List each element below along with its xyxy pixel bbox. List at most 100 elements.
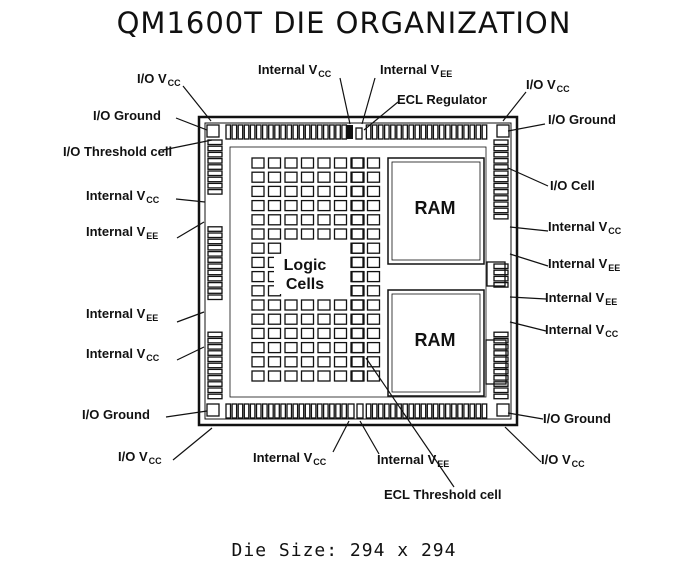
label-internal-vcc-left-2: Internal VCC: [86, 346, 160, 363]
io-pad: [493, 201, 509, 208]
leader-line: [332, 420, 350, 453]
leader-line: [172, 427, 213, 461]
io-pad: [426, 124, 433, 140]
internal-vcc-pad: [347, 125, 353, 139]
logic-cell: [300, 299, 315, 311]
logic-cell: [351, 256, 365, 269]
logic-cell: [366, 214, 381, 226]
io-pad: [493, 151, 509, 158]
logic-cell: [284, 327, 298, 340]
io-pad: [493, 188, 509, 195]
io-pad: [207, 164, 223, 170]
io-pad: [383, 403, 390, 419]
logic-cell: [300, 356, 315, 368]
leader-line: [363, 101, 399, 131]
io-pad: [396, 124, 402, 140]
logic-cell: [333, 299, 348, 311]
io-pad: [390, 403, 396, 419]
logic-cell: [351, 327, 365, 340]
label-internal-vee-top: Internal VEE: [380, 62, 453, 79]
io-pad: [292, 403, 299, 419]
io-pad: [493, 195, 509, 201]
ram-block-top-inner: [391, 161, 481, 261]
io-pad: [444, 124, 451, 140]
io-pad: [493, 368, 509, 375]
logic-cell: [366, 299, 381, 311]
io-pad: [377, 403, 384, 419]
io-pad: [438, 124, 445, 140]
logic-cell: [366, 356, 381, 368]
logic-cell: [284, 356, 298, 368]
io-pad: [469, 403, 476, 419]
logic-cell: [317, 299, 331, 311]
io-pad: [420, 124, 427, 140]
io-pad: [493, 350, 509, 356]
io-pad: [377, 124, 384, 140]
logic-cell: [333, 185, 348, 198]
logic-cell: [366, 199, 381, 212]
logic-cell: [251, 256, 265, 269]
io-pad: [408, 403, 415, 419]
io-pad: [237, 124, 244, 140]
logic-cell: [300, 228, 315, 240]
internal-vcc-pad: [347, 403, 355, 419]
io-pad: [207, 157, 223, 164]
logic-cell: [351, 228, 365, 240]
logic-cell: [251, 299, 265, 311]
logic-cell: [366, 341, 381, 354]
ram-block-bottom: [387, 289, 485, 397]
logic-cell: [333, 214, 348, 226]
io-pad: [457, 403, 463, 419]
logic-cell: [333, 356, 348, 368]
ram-block-bottom-inner: [391, 293, 481, 393]
logic-cell: [317, 214, 331, 226]
logic-cells-label: Logic Cells: [274, 256, 336, 294]
label-io-vcc-bottom-right: I/O VCC: [541, 452, 585, 469]
logic-cell: [366, 370, 381, 382]
io-pad: [286, 124, 293, 140]
logic-cell: [317, 228, 331, 240]
label-internal-vee-left-1: Internal VEE: [86, 224, 159, 241]
ram-blocks: [387, 157, 485, 397]
io-cell-group: [485, 339, 507, 385]
logic-cell: [284, 313, 298, 325]
io-pad: [457, 124, 463, 140]
leader-line: [509, 226, 549, 232]
io-pad: [493, 182, 509, 189]
logic-cell: [284, 370, 298, 382]
logic-cell: [366, 313, 381, 325]
io-pad: [408, 124, 415, 140]
io-pad: [237, 403, 244, 419]
ram-block-top: [387, 157, 485, 265]
logic-cell: [267, 157, 282, 169]
io-pad: [249, 124, 256, 140]
leader-line: [175, 117, 208, 131]
io-pad: [243, 403, 250, 419]
io-pad: [207, 294, 223, 301]
logic-cell: [333, 341, 348, 354]
logic-label-line2: Cells: [285, 276, 325, 293]
logic-cell: [267, 356, 282, 368]
logic-cell: [300, 171, 315, 183]
label-internal-vcc-right-1: Internal VCC: [548, 219, 622, 236]
logic-cell: [317, 313, 331, 325]
logic-cell: [351, 242, 365, 254]
leader-line: [507, 123, 546, 132]
io-pad: [493, 387, 509, 394]
leader-line: [339, 77, 351, 125]
io-pad: [493, 356, 509, 363]
io-pad: [402, 124, 409, 140]
io-pad: [390, 124, 396, 140]
io-pad: [286, 403, 293, 419]
io-pad: [493, 139, 509, 146]
io-pad: [207, 176, 223, 183]
logic-cell: [284, 157, 298, 169]
logic-cell: [267, 199, 282, 212]
io-pad: [207, 145, 223, 152]
internal-vee-pad: [355, 127, 363, 140]
io-pad: [329, 403, 335, 419]
logic-cell: [300, 327, 315, 340]
io-pad: [396, 403, 402, 419]
io-pad: [316, 403, 323, 419]
io-pad: [432, 403, 439, 419]
